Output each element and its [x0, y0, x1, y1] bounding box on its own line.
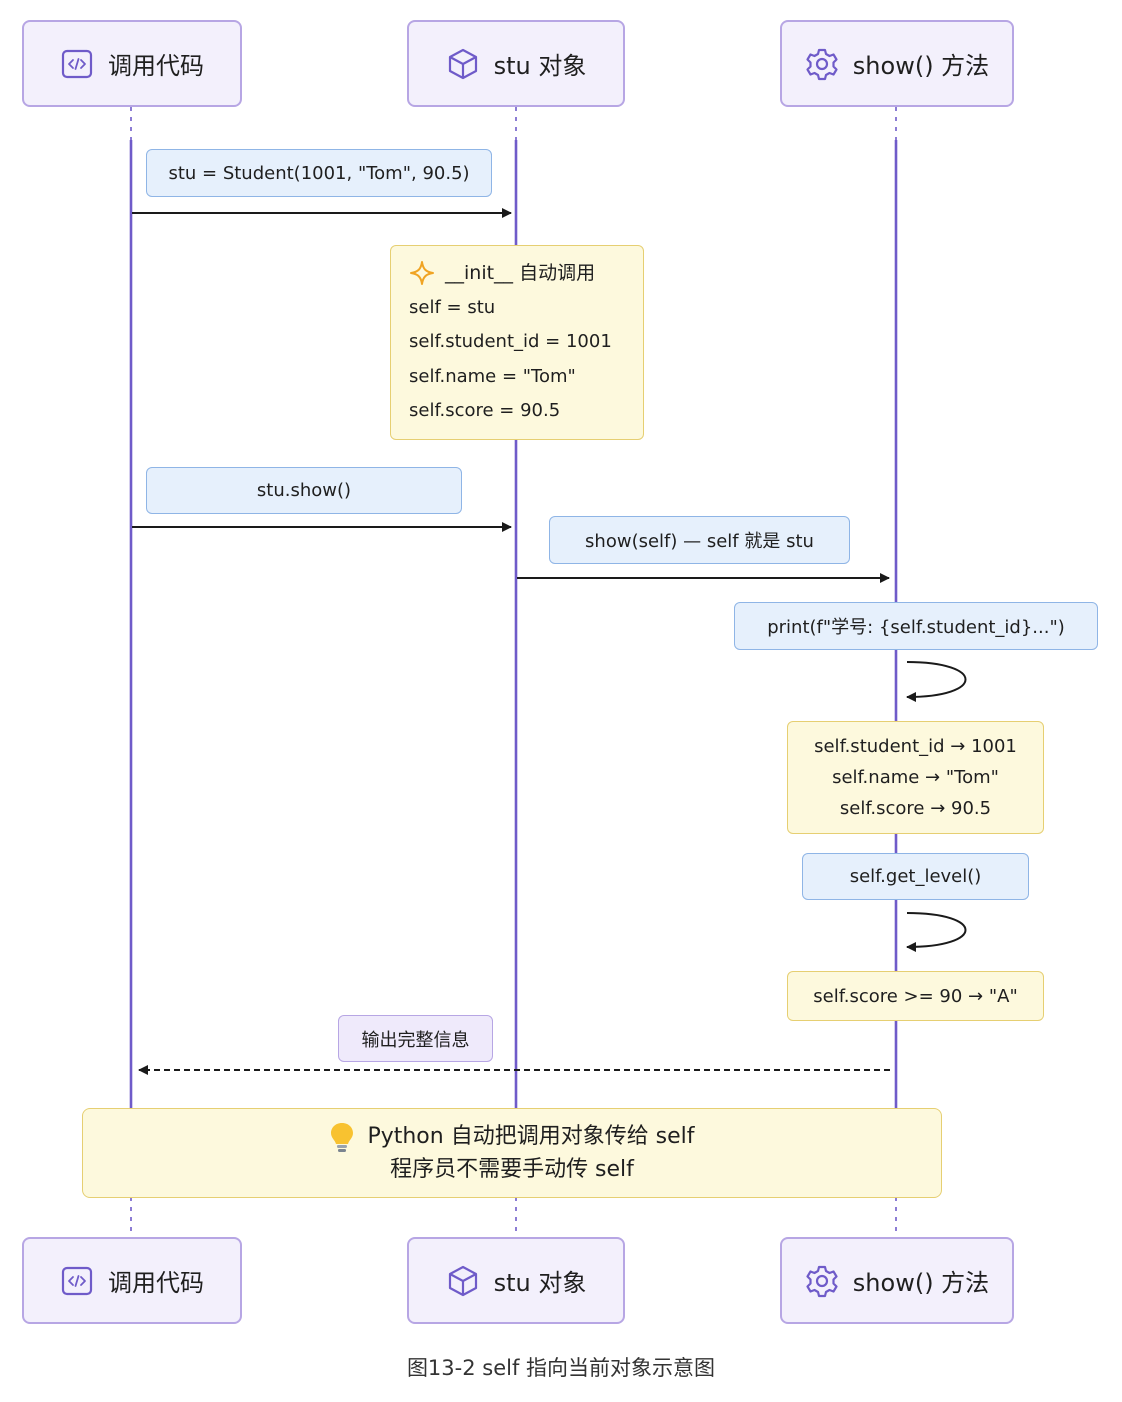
note-values: self.student_id → 1001 self.name → "Tom"… [787, 721, 1044, 834]
participant-show-label: show() 方法 [852, 52, 990, 80]
gear-icon [805, 1264, 839, 1298]
participant-stu-label: stu 对象 [493, 52, 587, 80]
code-icon [60, 1264, 94, 1298]
participant-stu-label: stu 对象 [493, 1269, 587, 1297]
message-print: print(f"学号: {self.student_id}...") [734, 602, 1098, 650]
participant-caller-bottom: 调用代码 [22, 1237, 242, 1324]
code-icon [60, 47, 94, 81]
participant-show-bottom: show() 方法 [780, 1237, 1014, 1324]
note-init: __init__ 自动调用 self = stu self.student_id… [390, 245, 644, 440]
note-init-line: self.name = "Tom" [409, 365, 576, 387]
message-create-student: stu = Student(1001, "Tom", 90.5) [146, 149, 492, 197]
participant-show-top: show() 方法 [780, 20, 1014, 107]
note-init-line: self.student_id = 1001 [409, 331, 612, 352]
note-init-line: self.score = 90.5 [409, 400, 561, 421]
message-output: 输出完整信息 [338, 1015, 493, 1062]
participant-stu-top: stu 对象 [407, 20, 625, 107]
participant-stu-bottom: stu 对象 [407, 1237, 625, 1324]
note-values-line: self.score → 90.5 [839, 798, 992, 819]
participant-show-label: show() 方法 [852, 1269, 990, 1297]
participant-caller-label: 调用代码 [108, 52, 204, 80]
note-values-line: self.student_id → 1001 [814, 736, 1017, 757]
figure-caption: 图13-2 self 指向当前对象示意图 [406, 1356, 716, 1380]
note-init-title: __init__ 自动调用 [445, 262, 596, 284]
cube-icon [446, 47, 480, 81]
note-init-line: self = stu [409, 296, 496, 318]
participant-caller-label: 调用代码 [108, 1269, 204, 1297]
participant-caller-top: 调用代码 [22, 20, 242, 107]
gear-icon [805, 47, 839, 81]
message-get-level: self.get_level() [802, 853, 1029, 900]
sparkle-icon [410, 261, 434, 286]
note-level: self.score >= 90 → "A" [787, 971, 1044, 1021]
cube-icon [446, 1264, 480, 1298]
arrow-self-print [906, 661, 967, 702]
message-call-show: stu.show() [146, 467, 462, 514]
arrow-self-get-level [906, 912, 967, 952]
note-summary: Python 自动把调用对象传给 self 程序员不需要手动传 self [82, 1108, 942, 1198]
message-show-self: show(self) — self 就是 stu [549, 516, 850, 564]
note-summary-line1: Python 自动把调用对象传给 self [367, 1124, 695, 1149]
note-summary-line2: 程序员不需要手动传 self [390, 1157, 634, 1182]
note-values-line: self.name → "Tom" [832, 767, 999, 788]
lightbulb-icon [331, 1122, 354, 1152]
